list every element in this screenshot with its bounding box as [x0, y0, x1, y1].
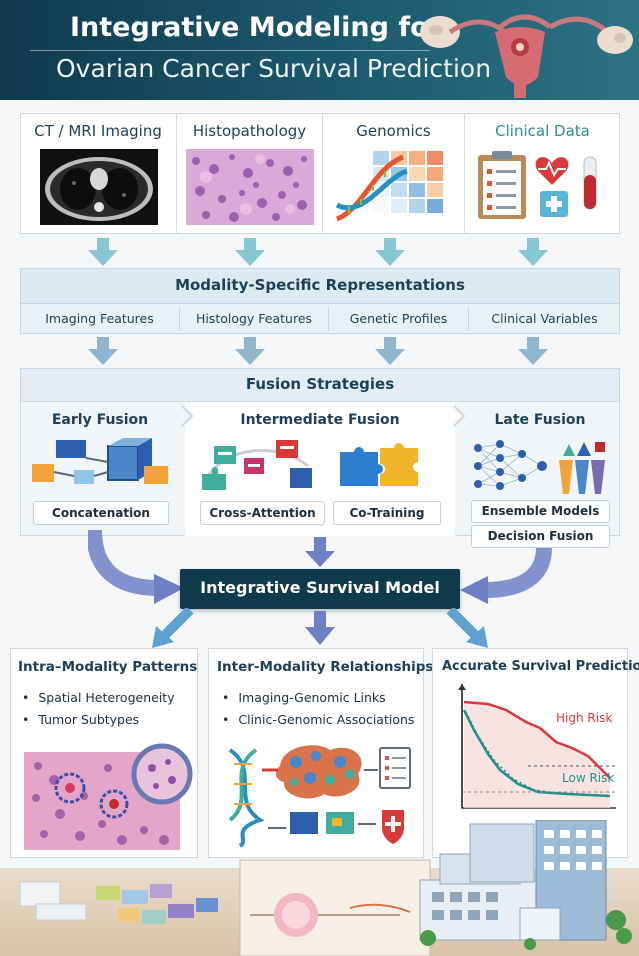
feature-genetic: Genetic Profiles [349, 311, 448, 326]
inter-modality-title: Inter-Modality Relationships [217, 659, 434, 675]
page-subtitle: Ovarian Cancer Survival Prediction [56, 54, 492, 83]
low-risk-label: Low Risk [562, 771, 615, 785]
representations-title: Modality-Specific Representations [175, 276, 465, 294]
fusion-title: Fusion Strategies [245, 375, 395, 393]
modality-clinical-title: Clinical Data [495, 122, 590, 140]
arrow-down [88, 337, 118, 365]
divider [468, 307, 469, 331]
intermediate-fusion-title: Intermediate Fusion [240, 412, 400, 428]
divider [328, 307, 329, 331]
fusion-header [20, 368, 620, 402]
method-co-training: Co-Training [333, 501, 441, 525]
clipboard-icon [478, 151, 597, 219]
decision-shapes-icon [559, 442, 605, 494]
feature-histology: Histology Features [195, 311, 313, 326]
method-concatenation: Concatenation [33, 501, 169, 525]
ct-scan-icon [40, 149, 158, 225]
curved-arrow [460, 548, 552, 604]
arrow-down [235, 238, 265, 266]
tissue-magnifier-icon [24, 743, 193, 850]
chevron-right-icon [181, 405, 194, 427]
page-title: Integrative Modeling for [70, 12, 442, 43]
histology-slide-icon [186, 149, 314, 225]
divider [464, 113, 465, 234]
header-banner: Integrative Modeling for Ovarian Cancer … [0, 0, 639, 100]
modality-ct-title: CT / MRI Imaging [34, 122, 162, 140]
divider [179, 307, 180, 331]
survival-model-box [180, 569, 460, 609]
brain-dna-network-icon [228, 745, 411, 848]
divider [322, 113, 323, 234]
puzzle-link-icon [202, 440, 312, 490]
arrow-down [375, 337, 405, 365]
uterus-ovary-icon [420, 14, 633, 98]
method-cross-attention: Cross-Attention [200, 501, 325, 525]
modality-genomics-title: Genomics [356, 122, 431, 140]
puzzle-icon [340, 443, 418, 486]
arrow-down-left [152, 608, 194, 648]
title-divider [30, 50, 430, 51]
arrow-down [305, 537, 335, 567]
dna-icon [335, 151, 443, 222]
late-fusion-title: Late Fusion [494, 412, 586, 428]
arrow-down-right [446, 608, 488, 648]
representations-row [20, 304, 620, 334]
method-ensemble-models: Ensemble Models [471, 500, 610, 523]
arrow-down [88, 238, 118, 266]
feature-imaging: Imaging Features [45, 311, 154, 326]
cube-blocks-icon [32, 438, 168, 484]
survival-model-title: Integrative Survival Model [200, 578, 440, 597]
survival-curve-icon [458, 684, 616, 809]
early-fusion-title: Early Fusion [51, 412, 149, 428]
arrow-down [375, 238, 405, 266]
arrow-down [518, 238, 548, 266]
high-risk-label: High Risk [556, 711, 613, 725]
intra-modality-title: Intra–Modality Patterns [18, 659, 198, 675]
representations-header [20, 268, 620, 304]
intra-bullet-2: Tumor Subtypes [22, 712, 139, 727]
survival-prediction-title: Accurate Survival Prediction [442, 659, 639, 674]
inter-bullet-2: Clinic-Genomic Associations [222, 712, 414, 727]
intra-bullet-1: Spatial Heterogeneity [22, 690, 174, 705]
arrow-down [518, 337, 548, 365]
chevron-right-icon [453, 405, 466, 427]
hospital-scene-icon [19, 820, 632, 956]
arrow-down [305, 611, 335, 645]
arrow-down [235, 337, 265, 365]
divider [176, 113, 177, 234]
feature-clinical: Clinical Variables [491, 311, 598, 326]
inter-bullet-1: Imaging-Genomic Links [222, 690, 385, 705]
modality-histology-title: Histopathology [192, 122, 307, 140]
neural-network-icon [474, 440, 547, 490]
method-decision-fusion: Decision Fusion [471, 525, 610, 548]
curved-arrow [88, 530, 184, 604]
